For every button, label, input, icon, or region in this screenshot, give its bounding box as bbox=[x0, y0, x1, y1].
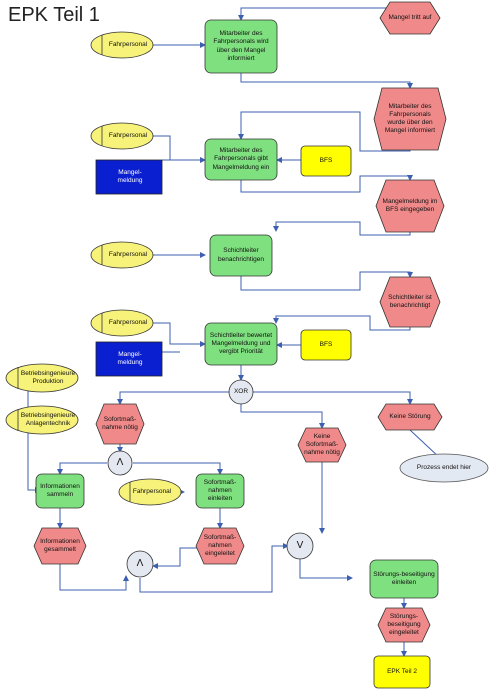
flow-lines bbox=[27, 7, 441, 657]
fahrpersonal-4-shape bbox=[90, 309, 154, 337]
function-schichtleiter-shape bbox=[209, 234, 273, 277]
event-schichtleiter-shape bbox=[379, 276, 441, 328]
bfs-2-shape bbox=[300, 329, 352, 361]
flow-line bbox=[273, 221, 411, 236]
event-sofort-noetig-shape bbox=[95, 403, 145, 445]
epk-teil-2-shape bbox=[373, 655, 431, 689]
and-1-connector-shape bbox=[107, 450, 133, 476]
betriebsingenieure-produktion-shape bbox=[5, 363, 79, 393]
and-2-connector-shape bbox=[126, 550, 154, 578]
flow-line bbox=[152, 547, 206, 569]
event-keine-stoerung-shape bbox=[377, 403, 443, 431]
flow-line bbox=[240, 175, 413, 193]
flow-line bbox=[240, 73, 413, 89]
function-informiert-shape bbox=[204, 19, 278, 74]
xor-connector-shape bbox=[228, 379, 254, 405]
fahrpersonal-2-shape bbox=[90, 122, 154, 150]
flow-line bbox=[240, 271, 413, 291]
function-info-sammeln-shape bbox=[35, 473, 85, 509]
flow-line bbox=[299, 559, 353, 581]
fahrpersonal-1-shape bbox=[90, 31, 154, 59]
flow-line bbox=[117, 391, 229, 405]
flow-line bbox=[253, 391, 413, 405]
flow-line bbox=[59, 564, 129, 591]
betriebsingenieure-anlagentechnik-shape bbox=[5, 405, 79, 435]
flow-line bbox=[153, 322, 206, 347]
flow-line bbox=[273, 315, 411, 331]
flow-line bbox=[240, 404, 325, 429]
bfs-1-shape bbox=[300, 145, 352, 177]
note-prozess-endet-shape bbox=[399, 453, 489, 483]
flow-line bbox=[153, 135, 206, 163]
flow-line bbox=[139, 543, 289, 593]
event-sofort-eingeleitet-shape bbox=[195, 527, 245, 565]
event-stoerung-eingeleitet-shape bbox=[377, 607, 431, 643]
event-meldung-eingegeben-shape bbox=[375, 179, 445, 233]
flow-line bbox=[238, 111, 411, 152]
flow-line bbox=[57, 462, 107, 475]
function-stoerung-einleiten-shape bbox=[369, 559, 439, 599]
fahrpersonal-3-shape bbox=[90, 241, 154, 269]
event-keine-sofort-shape bbox=[297, 427, 347, 463]
function-gibt-meldung-shape bbox=[204, 138, 278, 181]
doc-mangelmeldung-1-shape bbox=[95, 159, 163, 195]
doc-mangelmeldung-2-shape bbox=[95, 341, 163, 377]
event-mangel-tritt-auf-shape bbox=[379, 1, 441, 35]
diagram-title: EPK Teil 1 bbox=[8, 4, 100, 26]
flow-line bbox=[133, 462, 223, 475]
flow-line bbox=[409, 429, 441, 459]
or-1-connector-shape bbox=[286, 532, 314, 560]
fahrpersonal-5-shape bbox=[118, 478, 182, 506]
function-sofort-einleiten-shape bbox=[195, 473, 245, 509]
event-info-gesammelt-shape bbox=[33, 527, 87, 565]
function-bewertet-shape bbox=[204, 322, 278, 366]
event-informiert-shape bbox=[373, 87, 447, 151]
